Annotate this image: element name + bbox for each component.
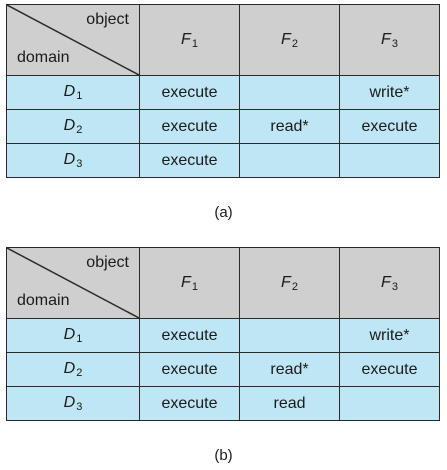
table-row: D2 execute read* execute xyxy=(6,352,440,387)
table-row: D1 execute write* xyxy=(6,318,440,353)
matrix-cell: write* xyxy=(339,75,440,110)
access-matrix-b: object domain F1 F2 F3 D1 execute write*… xyxy=(6,247,440,421)
matrix-cell: read* xyxy=(239,109,340,144)
row-header-d3: D3 xyxy=(6,386,140,421)
matrix-cell: execute xyxy=(339,109,440,144)
table-row: D2 execute read* execute xyxy=(6,109,440,144)
matrix-cell xyxy=(239,318,340,353)
row-header-d1: D1 xyxy=(6,75,140,110)
matrix-cell xyxy=(339,386,440,421)
header-row: object domain F1 F2 F3 xyxy=(6,4,440,76)
figure-caption-b: (b) xyxy=(214,447,233,464)
figure-caption-a: (a) xyxy=(214,204,233,221)
row-header-d1: D1 xyxy=(6,318,140,353)
table-row: D3 execute read xyxy=(6,386,440,421)
column-header-f3: F3 xyxy=(339,247,440,319)
domain-label: domain xyxy=(17,49,70,66)
header-row: object domain F1 F2 F3 xyxy=(6,247,440,319)
matrix-cell xyxy=(339,143,440,178)
matrix-cell: read* xyxy=(239,352,340,387)
access-matrix-a: object domain F1 F2 F3 D1 execute write*… xyxy=(6,4,440,178)
matrix-cell xyxy=(239,75,340,110)
diagonal-divider xyxy=(7,5,139,75)
matrix-cell: read xyxy=(239,386,340,421)
column-header-f1: F1 xyxy=(139,247,240,319)
column-header-f3: F3 xyxy=(339,4,440,76)
matrix-cell: execute xyxy=(139,143,240,178)
matrix-cell: execute xyxy=(139,109,240,144)
row-header-d3: D3 xyxy=(6,143,140,178)
matrix-cell xyxy=(239,143,340,178)
matrix-cell: execute xyxy=(139,318,240,353)
matrix-cell: execute xyxy=(139,352,240,387)
matrix-cell: execute xyxy=(339,352,440,387)
row-header-d2: D2 xyxy=(6,352,140,387)
matrix-cell: execute xyxy=(139,75,240,110)
object-label: object xyxy=(86,254,129,271)
table-row: D3 execute xyxy=(6,143,440,178)
column-header-f2: F2 xyxy=(239,4,340,76)
row-header-d2: D2 xyxy=(6,109,140,144)
table-row: D1 execute write* xyxy=(6,75,440,110)
object-label: object xyxy=(86,11,129,28)
corner-cell: object domain xyxy=(6,4,140,76)
matrix-cell: write* xyxy=(339,318,440,353)
column-header-f2: F2 xyxy=(239,247,340,319)
diagonal-divider xyxy=(7,248,139,318)
column-header-f1: F1 xyxy=(139,4,240,76)
matrix-cell: execute xyxy=(139,386,240,421)
corner-cell: object domain xyxy=(6,247,140,319)
domain-label: domain xyxy=(17,292,70,309)
